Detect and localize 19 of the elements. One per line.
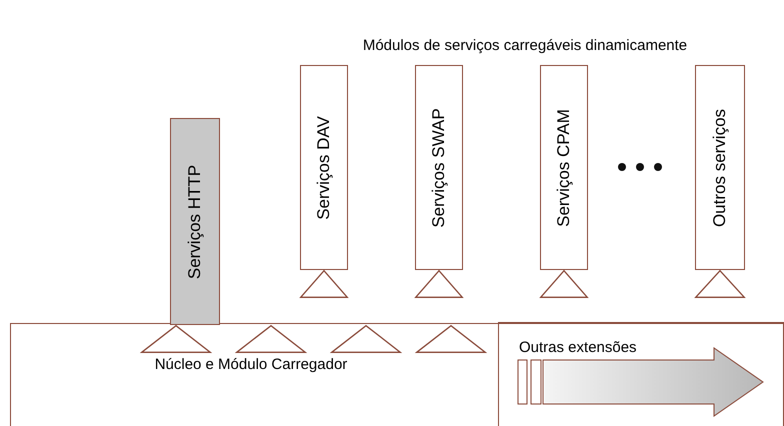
extension-panel [498, 322, 784, 426]
socket-triangle [140, 324, 212, 353]
service-module-box [170, 118, 220, 325]
core-panel [10, 323, 784, 426]
group-title: Módulos de serviços carregáveis dinamicamente [362, 37, 688, 54]
panel-label: Outras extensões [519, 339, 637, 356]
module-label: Serviços SWAP [429, 108, 449, 228]
socket-triangle [414, 324, 488, 353]
socket-triangle [234, 324, 308, 353]
module-label: Serviços CPAM [554, 108, 574, 226]
socket-triangle [330, 324, 402, 353]
socket-triangle [539, 270, 589, 298]
socket-triangle [414, 270, 464, 298]
module-label: Outros serviços [710, 108, 730, 227]
module-label: Serviços DAV [314, 116, 334, 220]
panel-label: Núcleo e Módulo Carregador [154, 355, 348, 375]
socket-triangle [694, 270, 746, 298]
socket-triangle [299, 270, 349, 298]
module-label: Serviços HTTP [185, 164, 205, 279]
